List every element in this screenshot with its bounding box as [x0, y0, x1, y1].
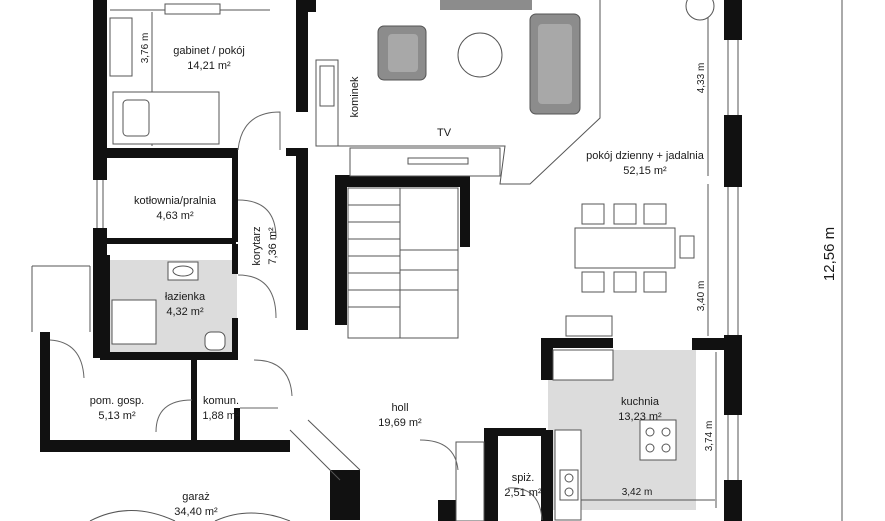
- room-lazienka: łazienka 4,32 m²: [165, 291, 206, 318]
- room-pokoj-dzienny: pokój dzienny + jadalnia 52,15 m²: [586, 150, 705, 177]
- furniture: [89, 0, 715, 521]
- room-area: 2,51 m²: [504, 487, 542, 499]
- room-name: spiż.: [512, 472, 535, 484]
- room-spiz: spiż. 2,51 m²: [504, 472, 542, 499]
- kominek-label: kominek: [349, 76, 361, 117]
- room-area: 52,15 m²: [623, 165, 667, 177]
- room-area: 4,32 m²: [166, 306, 204, 318]
- room-name: łazienka: [165, 291, 206, 303]
- dining-table: [574, 227, 676, 269]
- room-name: holl: [391, 402, 408, 414]
- room-name: komun.: [203, 395, 239, 407]
- walls: [40, 0, 742, 521]
- room-holl: holl 19,69 m²: [378, 402, 422, 429]
- room-gabinet: gabinet / pokój 14,21 m²: [173, 45, 245, 72]
- room-area: 1,88 m²: [202, 410, 240, 422]
- room-kotlownia: kotłownia/pralnia 4,63 m²: [134, 195, 217, 222]
- room-pom-gosp: pom. gosp. 5,13 m²: [90, 395, 144, 422]
- room-area: 14,21 m²: [187, 60, 231, 72]
- room-kuchnia: kuchnia 13,23 m²: [618, 396, 662, 423]
- room-area: 7,36 m²: [267, 227, 279, 265]
- room-name: gabinet / pokój: [173, 45, 245, 57]
- room-name: pom. gosp.: [90, 395, 144, 407]
- room-komun: komun. 1,88 m²: [202, 395, 240, 422]
- room-name: pokój dzienny + jadalnia: [586, 150, 705, 162]
- dim-433: 4,33 m: [696, 63, 707, 94]
- dim-342: 3,42 m: [622, 487, 653, 498]
- room-korytarz: korytarz 7,36 m²: [251, 226, 279, 265]
- room-area: 4,63 m²: [156, 210, 194, 222]
- room-name: korytarz: [251, 226, 263, 265]
- room-area: 19,69 m²: [378, 417, 422, 429]
- dim-total: 12,56 m: [821, 227, 838, 281]
- room-name: kotłownia/pralnia: [134, 195, 217, 207]
- dim-374: 3,74 m: [704, 421, 715, 452]
- room-name: kuchnia: [621, 396, 660, 408]
- windows: [31, 40, 739, 480]
- dim-376: 3,76 m: [140, 33, 151, 64]
- room-name: garaż: [182, 491, 210, 503]
- dim-340: 3,40 m: [696, 281, 707, 312]
- tv-label: TV: [437, 127, 452, 139]
- doors: [49, 111, 543, 521]
- room-garaz: garaż 34,40 m²: [174, 491, 218, 518]
- room-area: 5,13 m²: [98, 410, 136, 422]
- room-area: 13,23 m²: [618, 411, 662, 423]
- room-area: 34,40 m²: [174, 506, 218, 518]
